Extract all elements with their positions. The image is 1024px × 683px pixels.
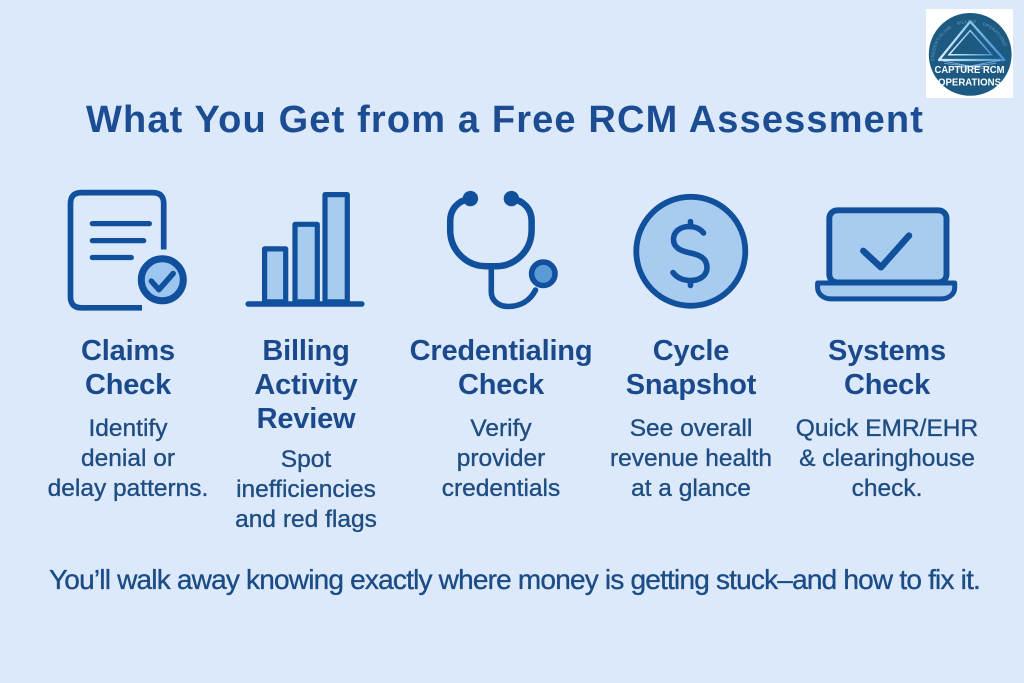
svg-text:OPERATIONS: OPERATIONS (938, 77, 1001, 89)
svg-text:CAPTURE RCM: CAPTURE RCM (935, 64, 1005, 76)
